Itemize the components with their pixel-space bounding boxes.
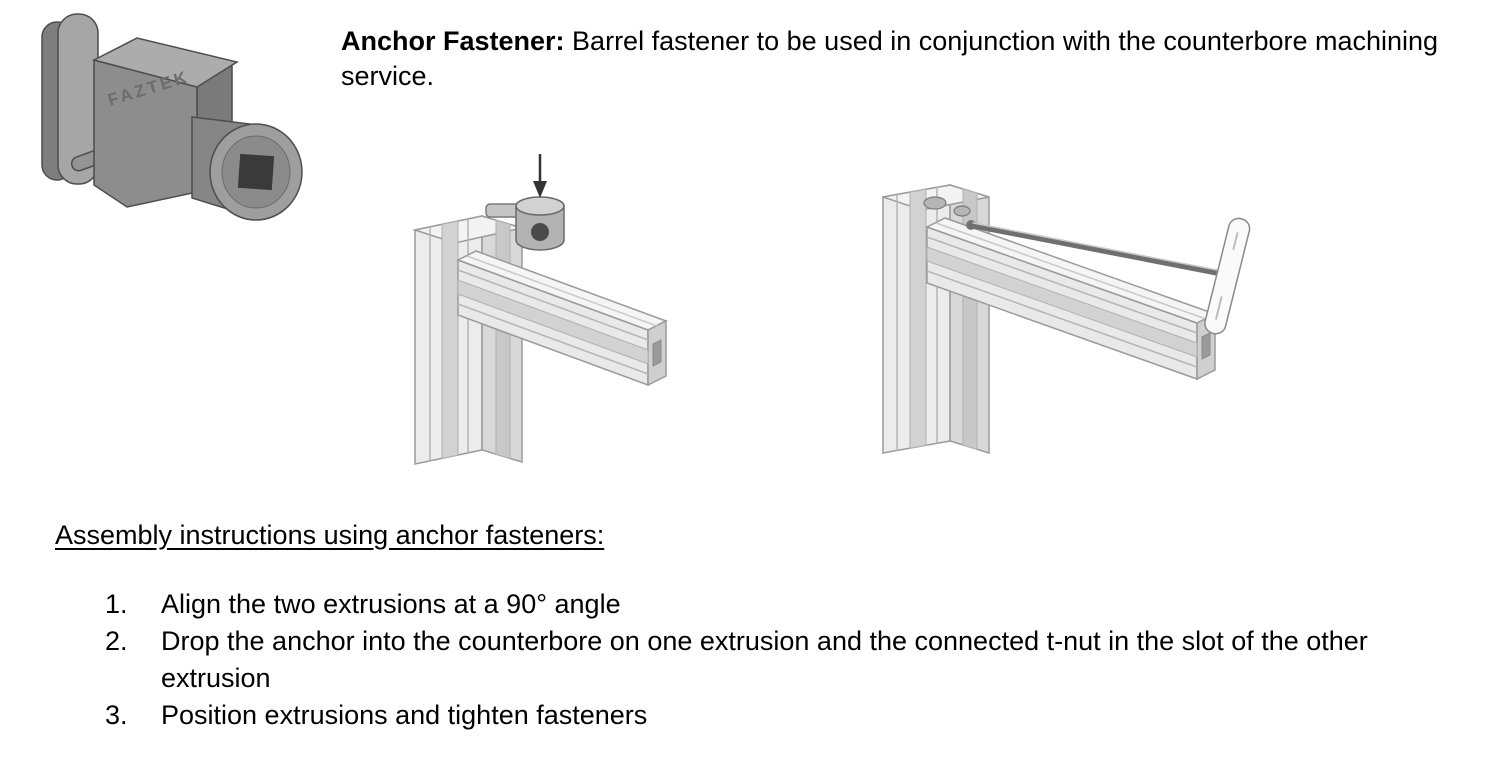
horizontal-extrusion (456, 250, 668, 387)
hex-key (966, 217, 1251, 335)
arrow-down-icon (533, 154, 547, 198)
drop-anchor-drawing (412, 154, 668, 465)
step-number: 3. (105, 700, 128, 730)
fastener-body: FAZTEK (91, 37, 239, 208)
tighten-fastener-illustration (865, 165, 1275, 470)
assembly-steps-list: 1. Align the two extrusions at a 90° ang… (105, 586, 1450, 734)
anchor-fastener-render: FAZTEK (41, 13, 303, 221)
step-text: Align the two extrusions at a 90° angle (161, 589, 621, 619)
fastener-title: Anchor Fastener: (341, 26, 565, 56)
tighten-fastener-drawing (882, 183, 1251, 455)
step-number: 2. (105, 626, 128, 656)
anchor-and-tnut (485, 196, 565, 251)
list-item: 2. Drop the anchor into the counterbore … (105, 623, 1450, 697)
hex-key-handle (1204, 217, 1251, 335)
installed-anchors (923, 196, 971, 217)
fastener-barrel (191, 116, 303, 221)
vertical-extrusion (412, 214, 525, 465)
fastener-description-body: Barrel fastener to be used in conjunctio… (341, 26, 1439, 91)
assembly-instructions-heading: Assembly instructions using anchor faste… (55, 520, 605, 550)
fastener-description: Anchor Fastener: Barrel fastener to be u… (341, 24, 1451, 94)
drop-anchor-illustration (400, 148, 670, 473)
list-item: 3. Position extrusions and tighten faste… (105, 697, 1450, 734)
list-item: 1. Align the two extrusions at a 90° ang… (105, 586, 1450, 623)
step-text: Drop the anchor into the counterbore on … (161, 626, 1368, 693)
anchor-fastener-image: FAZTEK (30, 2, 315, 249)
step-number: 1. (105, 589, 128, 619)
step-text: Position extrusions and tighten fastener… (161, 700, 648, 730)
